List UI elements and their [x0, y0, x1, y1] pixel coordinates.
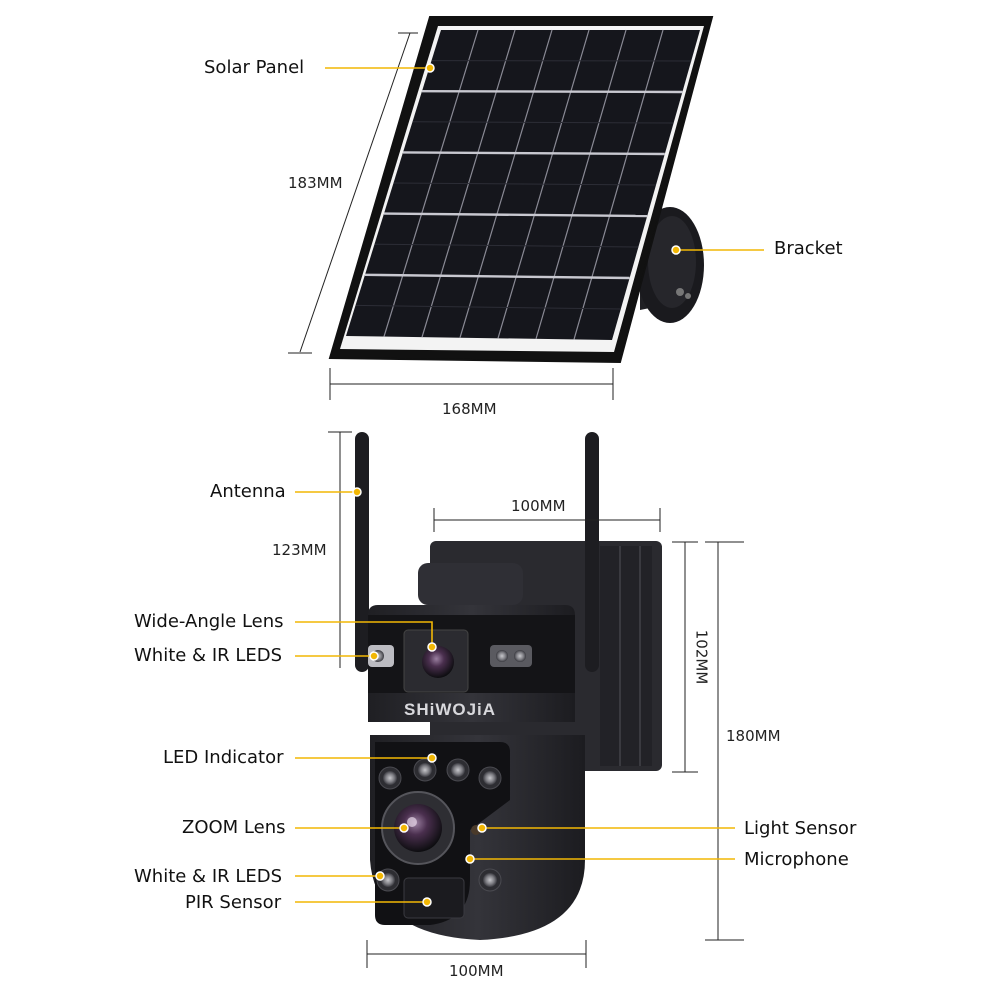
ir-led: [483, 873, 497, 887]
right-antenna: [585, 432, 599, 672]
dimension-panel-height: 183MM: [288, 174, 343, 192]
label-light-sensor: Light Sensor: [744, 818, 857, 839]
solar-panel-cell-grid: [355, 29, 692, 340]
brand-logo: SHiWOJiA: [404, 700, 497, 719]
leader-lines: [295, 67, 764, 903]
solar-cell-busbar: [393, 182, 657, 186]
solar-cell-busbar: [412, 121, 674, 124]
dimension-top-width: 100MM: [511, 497, 566, 515]
camera-group: [355, 432, 662, 940]
zoom-lens: [394, 804, 442, 852]
label-pir-sensor: PIR Sensor: [185, 892, 282, 913]
dimension-panel-width: 168MM: [442, 400, 497, 418]
pir-sensor: [403, 877, 465, 919]
solar-cell-divider: [364, 273, 630, 280]
label-white-ir-leds-top: White & IR LEDS: [134, 645, 283, 666]
solar-cell-divider: [402, 151, 665, 156]
solar-panel-cells: [346, 30, 700, 340]
solar-cell-busbar: [374, 243, 639, 248]
solar-cell-divider: [421, 90, 683, 94]
camera-dimensions: [328, 431, 744, 968]
solar-panel-group: [328, 16, 714, 364]
ir-led: [383, 771, 397, 785]
label-led-indicator: LED Indicator: [163, 747, 284, 768]
label-bracket: Bracket: [774, 238, 843, 259]
label-microphone: Microphone: [744, 849, 849, 870]
dimension-bottom-width: 100MM: [449, 962, 504, 980]
ir-led: [418, 763, 432, 777]
label-white-ir-leds-bottom: White & IR LEDS: [134, 866, 283, 887]
label-wide-angle-lens: Wide-Angle Lens: [134, 611, 284, 632]
label-zoom-lens: ZOOM Lens: [182, 817, 286, 838]
leader-dots: [352, 63, 681, 907]
left-antenna: [355, 432, 369, 672]
label-antenna: Antenna: [210, 481, 286, 502]
ir-led-array: [376, 758, 502, 892]
ir-led: [451, 763, 465, 777]
label-solar-panel: Solar Panel: [204, 57, 305, 78]
panel-dimensions: [288, 32, 614, 400]
solar-cell-divider: [383, 212, 648, 218]
wide-angle-lens: [422, 646, 454, 678]
dimension-top-height: 102MM: [692, 629, 711, 685]
dimension-total-height: 180MM: [726, 727, 781, 745]
dimension-antenna-height: 123MM: [272, 541, 327, 559]
ir-led: [483, 771, 497, 785]
solar-cell-busbar: [355, 304, 621, 310]
